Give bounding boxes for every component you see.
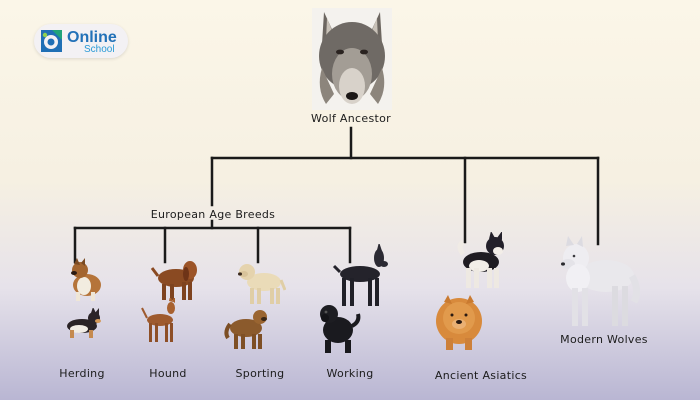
leaf-hound: Hound: [149, 367, 187, 380]
leaf-sporting: Sporting: [235, 367, 285, 380]
logo-icon: [41, 30, 62, 52]
akita-icon: [457, 232, 504, 288]
chow-chow-icon: [436, 295, 482, 350]
white-wolf-icon: [561, 236, 640, 326]
node-wolf-ancestor: Wolf Ancestor: [311, 112, 391, 125]
collie-icon: [71, 258, 101, 301]
leaf-ancient-asiatics: Ancient Asiatics: [434, 369, 528, 382]
golden-retriever-icon: [224, 310, 267, 349]
great-dane-icon: [332, 244, 388, 306]
node-european-age-breeds: European Age Breeds: [150, 208, 276, 221]
leaf-herding: Herding: [59, 367, 105, 380]
water-dog-icon: [320, 305, 361, 353]
leaf-working: Working: [326, 367, 374, 380]
logo-brand-main: Online: [67, 29, 117, 46]
wolf-head-icon: [312, 8, 392, 110]
logo-brand-sub: School: [84, 44, 115, 55]
bloodhound-icon: [150, 261, 197, 300]
corgi-icon: [67, 308, 101, 338]
leaf-modern-wolves: Modern Wolves: [560, 333, 648, 346]
labrador-icon: [238, 264, 286, 304]
pharaoh-hound-icon: [141, 298, 175, 342]
school-logo[interactable]: Online School: [34, 24, 128, 58]
